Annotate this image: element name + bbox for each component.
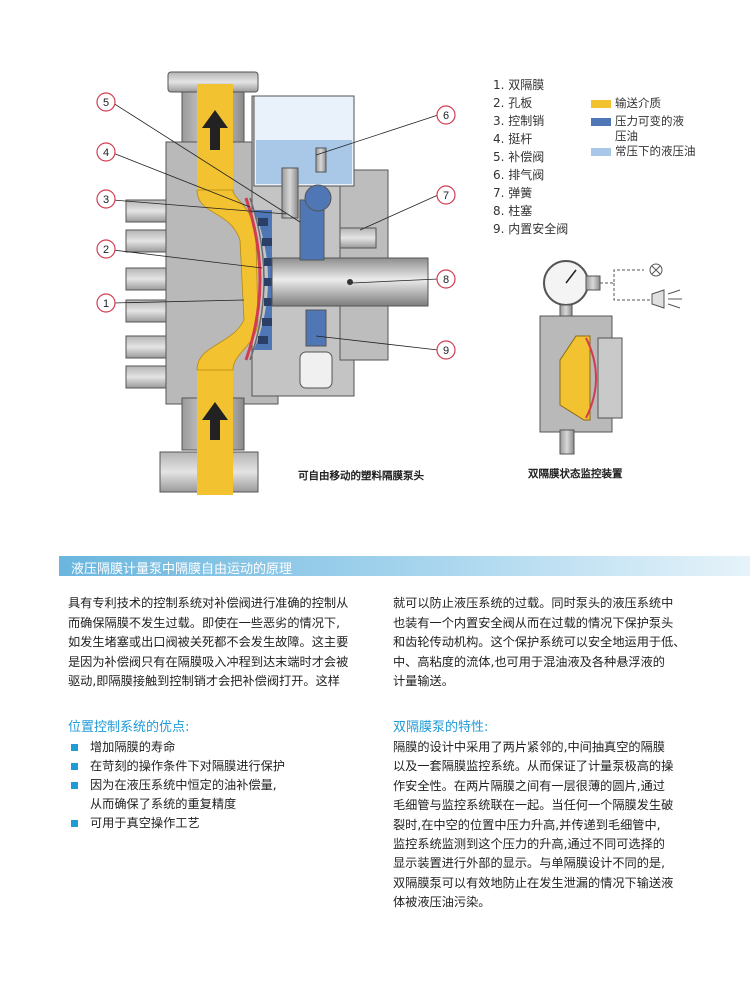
- legend-part-4: 4. 挺杆: [493, 132, 533, 146]
- svg-text:1: 1: [103, 298, 109, 310]
- legend-part-6: 6. 排气阀: [493, 168, 545, 182]
- perforated-plate: [254, 210, 274, 350]
- legend-key-variable-oil-2: 压油: [615, 129, 638, 143]
- legend-part-8: 8. 柱塞: [493, 204, 533, 218]
- svg-text:4: 4: [103, 147, 109, 159]
- intro-right-line-4: 中、高粘度的流体,也可用于混油液及各种悬浮液的: [393, 654, 665, 669]
- svg-text:8: 8: [443, 274, 449, 286]
- intro-right-column: 就可以防止液压系统的过载。同时泵头的液压系统中 也装有一个内置安全阀从而在过载的…: [393, 594, 693, 692]
- oil-reservoir: [253, 95, 355, 187]
- callout-3: 3: [96, 189, 116, 209]
- section-title: 液压隔膜计量泵中隔膜自由运动的原理: [71, 562, 293, 577]
- intro-left-line-1: 具有专利技术的控制系统对补偿阀进行准确的控制从: [68, 596, 349, 610]
- advantages-heading: 位置控制系统的优点:: [68, 720, 190, 735]
- callout-2: 2: [96, 239, 116, 259]
- legend-key-variable-oil-1: 压力可变的液: [615, 114, 684, 128]
- legend-part-3: 3. 控制销: [493, 114, 545, 128]
- svg-text:6: 6: [443, 110, 449, 122]
- features-line-2: 以及一套隔膜监控系统。从而保证了计量泵极高的操: [393, 759, 674, 774]
- legend-part-5: 5. 补偿阀: [493, 150, 545, 164]
- advantages-list: 增加隔膜的寿命 在苛刻的操作条件下对隔膜进行保护 因为在液压系统中恒定的油补偿量…: [68, 738, 368, 833]
- callout-6: 6: [436, 105, 456, 125]
- features-line-3: 作安全性。在两片隔膜之间有一层很薄的圆片,通过: [393, 778, 665, 793]
- svg-text:5: 5: [103, 97, 109, 109]
- intro-right-line-2: 也装有一个内置安全阀从而在过载的情况下保护泵头: [393, 615, 674, 630]
- section-banner: 液压隔膜计量泵中隔膜自由运动的原理: [59, 556, 750, 577]
- legend-part-2: 2. 孔板: [493, 96, 533, 110]
- diaphragm-monitor-device: [539, 260, 682, 455]
- features-line-9: 体被液压油污染。: [393, 895, 491, 910]
- advantage-item-3: 因为在液压系统中恒定的油补偿量,从而确保了系统的重复精度: [68, 776, 368, 814]
- features-line-7: 显示装置进行外部的显示。与单隔膜设计不同的是,: [393, 856, 665, 871]
- legend-swatch-medium: [591, 100, 611, 108]
- intro-right-line-5: 计量输送。: [393, 674, 454, 689]
- features-line-5: 裂时,在中空的位置中压力升高,并传递到毛细管中,: [393, 817, 661, 832]
- legend-part-9: 9. 内置安全阀: [493, 222, 569, 236]
- callout-4: 4: [96, 142, 116, 162]
- callout-1: 1: [96, 293, 116, 313]
- advantage-item-4: 可用于真空操作工艺: [68, 814, 368, 833]
- pump-cross-section-diagram: 5 4 3 2 1 6 7 8 9: [96, 71, 682, 495]
- features-line-6: 监控系统监测到这个压力的升高,通过不同可选择的: [393, 837, 665, 852]
- legend-key-medium: 输送介质: [615, 96, 661, 110]
- svg-text:3: 3: [103, 194, 109, 206]
- features-line-8: 双隔膜泵可以有效地防止在发生泄漏的情况下输送液: [393, 875, 674, 890]
- svg-text:2: 2: [103, 244, 109, 256]
- features-body: 隔膜的设计中采用了两片紧邻的,中间抽真空的隔膜 以及一套隔膜监控系统。从而保证了…: [393, 738, 703, 913]
- intro-left-column: 具有专利技术的控制系统对补偿阀进行准确的控制从 而确保隔膜不发生过载。即使在一些…: [68, 594, 368, 692]
- advantage-item-2: 在苛刻的操作条件下对隔膜进行保护: [68, 757, 368, 776]
- callout-8: 8: [436, 269, 456, 289]
- intro-right-line-3: 和齿轮传动机构。这个保护系统可以安全地运用于低、: [393, 635, 686, 650]
- svg-text:9: 9: [443, 345, 449, 357]
- intro-right-line-1: 就可以防止液压系统的过载。同时泵头的液压系统中: [393, 596, 674, 610]
- callout-5: 5: [96, 92, 116, 112]
- intro-left-line-5: 驱动,即隔膜接触到控制销才会把补偿阀打开。这样: [68, 674, 340, 689]
- features-heading: 双隔膜泵的特性:: [393, 720, 489, 735]
- legend-swatch-normal-oil: [591, 148, 611, 156]
- safety-valve: [299, 309, 333, 389]
- legend-part-7: 7. 弹簧: [493, 186, 533, 200]
- caption-monitor-device: 双隔膜状态监控装置: [528, 468, 623, 480]
- features-line-1: 隔膜的设计中采用了两片紧邻的,中间抽真空的隔膜: [393, 740, 665, 754]
- legend-swatch-variable-oil: [591, 118, 611, 126]
- callout-9: 9: [436, 340, 456, 360]
- outlet-fitting-bottom: [159, 360, 259, 495]
- legend-key-normal-oil: 常压下的液压油: [615, 144, 696, 158]
- svg-text:7: 7: [443, 190, 449, 202]
- advantage-item-1: 增加隔膜的寿命: [68, 738, 368, 757]
- intro-left-line-3: 如发生堵塞或出口阀被关死都不会发生故障。这主要: [68, 635, 349, 650]
- features-line-4: 毛细管与监控系统联在一起。当任何一个隔膜发生破: [393, 798, 674, 813]
- compensation-valve-assembly: [281, 147, 377, 261]
- legend-part-1: 1. 双隔膜: [493, 78, 545, 92]
- intro-left-line-4: 是因为补偿阀只有在隔膜吸入冲程到达末端时才会被: [68, 654, 349, 669]
- callout-7: 7: [436, 185, 456, 205]
- caption-pump-head: 可自由移动的塑料隔膜泵头: [298, 470, 424, 482]
- plunger: [271, 257, 429, 307]
- double-diaphragm: [244, 197, 262, 361]
- intro-left-line-2: 而确保隔膜不发生过载。即使在一些恶劣的情况下,: [68, 615, 340, 630]
- callout-leaders: [112, 102, 439, 351]
- inlet-fitting-top: [167, 71, 259, 194]
